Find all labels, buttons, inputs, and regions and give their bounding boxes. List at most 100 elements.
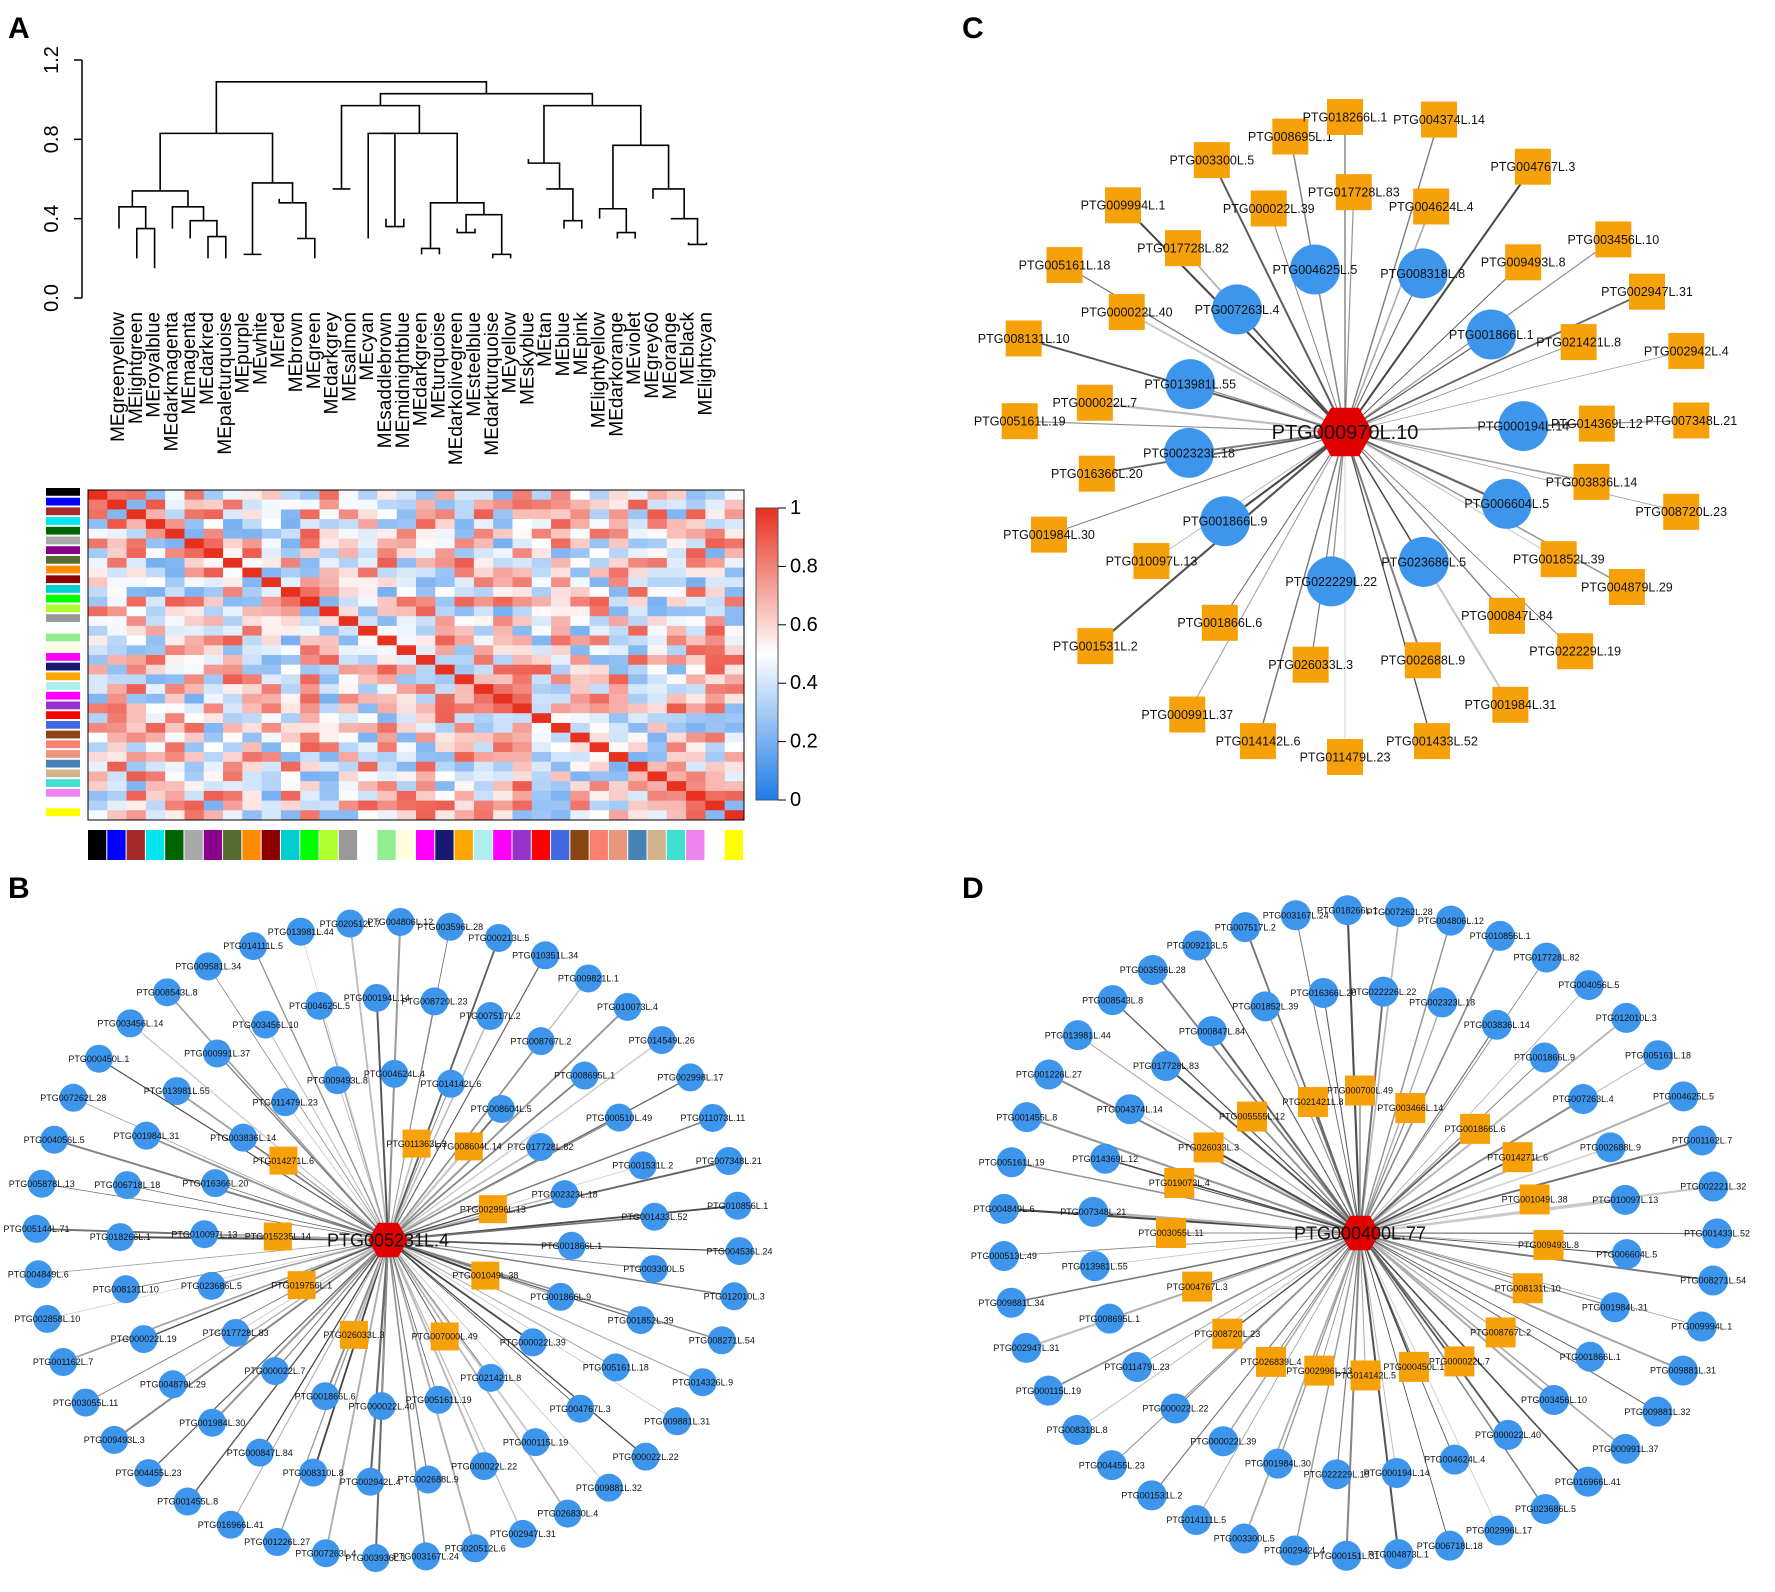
gene-node-label: PTG003456L.10 [1567, 233, 1659, 247]
heatmap-cell [203, 752, 224, 763]
heatmap-cell [608, 742, 629, 753]
heatmap-cell [473, 625, 494, 636]
gene-node-square [1005, 320, 1042, 357]
gene-node-label: PTG010351L.34 [512, 950, 578, 960]
heatmap-cell [88, 742, 108, 753]
heatmap-cell [203, 528, 224, 539]
heatmap-cell [570, 684, 591, 695]
heatmap-cell [338, 703, 359, 714]
heatmap-cell [300, 713, 320, 724]
heatmap-cell [705, 548, 726, 559]
gene-node-label: PTG000450L.1 [1383, 1362, 1444, 1372]
network-edge [1359, 1128, 1476, 1234]
heatmap-cell [686, 509, 706, 520]
heatmap-cell [608, 645, 629, 656]
gene-node-circle [221, 1318, 250, 1347]
heatmap-cell [223, 800, 243, 811]
heatmap-cell [589, 557, 610, 569]
heatmap-cell [358, 625, 378, 636]
heatmap-cell [126, 703, 147, 714]
hub-node-label: PTG005231L.4 [327, 1230, 449, 1250]
network-edge [1136, 1232, 1361, 1368]
heatmap-cell [88, 587, 108, 598]
network-edge [1344, 431, 1559, 560]
heatmap-cell [203, 557, 224, 569]
heatmap-cell [107, 752, 127, 763]
heatmap-cell [223, 742, 243, 753]
gene-node-label: PTG001866L.9 [1514, 1053, 1575, 1063]
gene-node-circle [1033, 1059, 1064, 1090]
heatmap-cell [261, 713, 282, 724]
heatmap-cell [628, 548, 648, 559]
heatmap-cell [145, 742, 166, 753]
heatmap-cell [686, 625, 706, 636]
heatmap-cell [223, 645, 243, 656]
heatmap-cell [242, 761, 263, 772]
gene-node-label: PTG022229L.19 [1304, 1469, 1370, 1479]
heatmap-cell [570, 567, 591, 578]
network-edge [1359, 1107, 1411, 1234]
heatmap-cell [724, 635, 745, 646]
heatmap-cell [338, 596, 359, 607]
dendrogram-leaf-label: MEturquoise [428, 312, 449, 419]
heatmap-cell [705, 519, 726, 530]
heatmap-cell [570, 703, 591, 714]
gene-node-circle [628, 1151, 657, 1180]
gene-node-label: PTG005161L.18 [583, 1363, 649, 1373]
gene-node-square [1444, 1346, 1475, 1377]
gene-node-label: PTG003167L.24 [393, 1552, 459, 1562]
heatmap-cell [107, 528, 127, 539]
heatmap-cell [280, 596, 301, 607]
heatmap-cell [570, 557, 591, 569]
network-edge [1359, 1232, 1461, 1362]
heatmap-cell [473, 548, 494, 559]
heatmap-cell [512, 490, 533, 501]
heatmap-cell [377, 752, 398, 763]
heatmap-cell [319, 490, 340, 501]
gene-node-circle [663, 1407, 692, 1436]
dendrogram-leaf-label: MEpink [571, 312, 592, 376]
heatmap-cell [454, 693, 475, 704]
heatmap-cell [126, 490, 147, 501]
heatmap-cell [666, 606, 687, 617]
heatmap-cell [107, 557, 127, 569]
heatmap-cell [126, 752, 147, 763]
heatmap-cell [416, 781, 436, 792]
heatmap-cell [531, 761, 552, 772]
gene-node-label: PTG022226L.22 [1350, 987, 1416, 997]
heatmap-cell [203, 771, 224, 782]
gene-node-label: PTG013981L.44 [1045, 1030, 1111, 1040]
gene-node-label: PTG022229L.22 [1285, 575, 1377, 589]
gene-node-circle [1575, 1341, 1606, 1372]
gene-node-circle [84, 1044, 113, 1073]
heatmap-cell [319, 800, 340, 811]
heatmap-cell [261, 490, 282, 501]
heatmap-cell [724, 703, 745, 714]
heatmap-cell [724, 577, 745, 588]
gene-node-circle [40, 1125, 69, 1154]
network-edge [1094, 1232, 1361, 1267]
heatmap-cell [126, 713, 147, 724]
gene-node-label: PTG000022L.39 [500, 1338, 566, 1348]
heatmap-cell [551, 722, 571, 734]
heatmap-cell [493, 557, 513, 569]
network-edge [1359, 1017, 1627, 1234]
gene-node-circle [605, 1103, 634, 1132]
gene-node-circle [311, 1382, 340, 1411]
heatmap-cell [88, 722, 108, 734]
heatmap-cell [608, 538, 629, 549]
heatmap-cell [242, 790, 263, 801]
heatmap-cell [608, 577, 629, 588]
heatmap-cell [686, 587, 706, 598]
gene-node-circle [1181, 1505, 1212, 1536]
heatmap-cell [319, 509, 340, 520]
gene-node-square [1514, 148, 1551, 185]
gene-node-square [1519, 1184, 1550, 1215]
network-edge [211, 1239, 389, 1287]
network-edge [1112, 999, 1361, 1234]
heatmap-cell [242, 722, 263, 734]
row-module-color [46, 662, 80, 671]
heatmap-cell [628, 742, 648, 753]
gene-node-label: PTG001866L.1 [541, 1241, 602, 1251]
heatmap-cell [628, 635, 648, 646]
